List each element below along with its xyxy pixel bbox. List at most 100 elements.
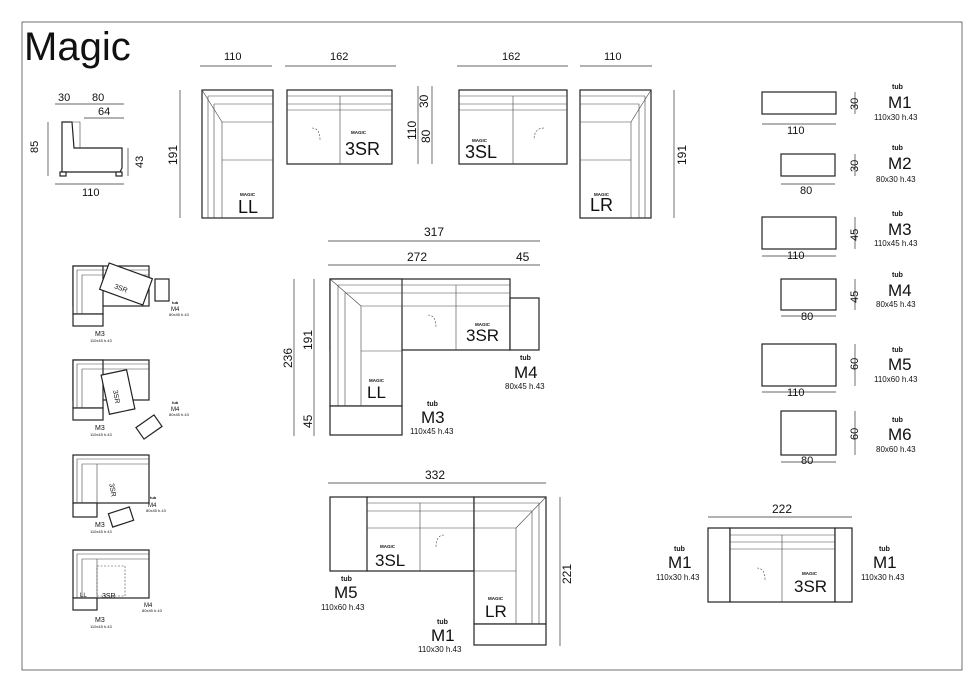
tub-dim-h: 60 bbox=[849, 358, 861, 370]
c2-tub-m1-code: M1 bbox=[431, 626, 455, 645]
c1-dim-h-total: 236 bbox=[281, 348, 295, 368]
configuration-1: 317 272 45 236 191 45 MAGIC 3SR MAGIC LL… bbox=[281, 225, 545, 436]
side-dim-w3: 64 bbox=[98, 106, 110, 118]
c3-tub-left-code: M1 bbox=[668, 553, 692, 572]
backrest-line bbox=[81, 463, 149, 503]
tub-code-m2: M2 bbox=[888, 154, 912, 173]
thumbnail-3: 3SR tub M4 80x45 h.43 M3 110x45 h.43 bbox=[72, 454, 167, 534]
thumb-tub bbox=[72, 502, 98, 518]
tub-tag: tub bbox=[172, 300, 179, 305]
c1-code-3sr: 3SR bbox=[466, 326, 499, 345]
tub-m1-outline bbox=[761, 91, 837, 115]
tub-tag: tub bbox=[341, 576, 352, 583]
backrest-line bbox=[213, 103, 273, 218]
tub-m4: 80 45 tub M4 80x45 h.43 bbox=[780, 272, 916, 323]
dim-depth-back: 30 bbox=[417, 94, 431, 108]
page-frame bbox=[21, 21, 963, 671]
module-3sr: MAGIC 3SR 162 bbox=[285, 51, 396, 165]
tub-tag: tub bbox=[150, 495, 157, 500]
tub-tag: tub bbox=[892, 145, 903, 152]
tub-tag: tub bbox=[892, 417, 903, 424]
c3-code-3sr: 3SR bbox=[794, 577, 827, 596]
thumb-spec-b: 80x45 h.43 bbox=[146, 508, 167, 513]
tub-m3-outline bbox=[761, 216, 837, 250]
tub-dim-w: 80 bbox=[801, 455, 813, 467]
module-code-3sr: 3SR bbox=[345, 139, 380, 159]
tub-tag: tub bbox=[892, 84, 903, 91]
tub-code-m4: M4 bbox=[888, 281, 912, 300]
tub-tag: tub bbox=[172, 400, 179, 405]
c1-dim-h-main: 191 bbox=[301, 330, 315, 350]
tub-tag: tub bbox=[892, 347, 903, 354]
tub-spec: 110x60 h.43 bbox=[874, 375, 918, 384]
tub-dim-w: 80 bbox=[800, 185, 812, 197]
thumb-sofa bbox=[72, 454, 150, 504]
thumbnail-4: LL 3SR M4 80x45 h.43 M3 110x45 h.43 bbox=[72, 549, 163, 629]
tub-code-m5: M5 bbox=[888, 355, 912, 374]
c1-dim-overall: 317 bbox=[424, 225, 444, 239]
tub-dim-w: 80 bbox=[801, 311, 813, 323]
c2-tub-m5-code: M5 bbox=[334, 583, 358, 602]
module-code-ll: LL bbox=[238, 197, 258, 217]
side-foot bbox=[115, 171, 123, 177]
side-dim-w2: 80 bbox=[92, 92, 104, 104]
tub-dim-h: 60 bbox=[849, 428, 861, 440]
thumb-spec-a: 110x45 h.43 bbox=[90, 338, 112, 343]
tub-m5-outline bbox=[761, 343, 837, 387]
dim-lr-width: 110 bbox=[604, 51, 622, 63]
side-dim-depth: 110 bbox=[82, 187, 100, 199]
backrest-line bbox=[337, 284, 510, 406]
module-code-lr: LR bbox=[590, 195, 613, 215]
c1-dim-ext: 45 bbox=[516, 250, 530, 264]
configuration-2: 332 221 MAGIC 3SL MAGIC LR tub M5 110x60… bbox=[321, 468, 574, 654]
tub-spec: 110x30 h.43 bbox=[874, 113, 918, 122]
module-3sl: MAGIC 3SL 162 bbox=[457, 51, 568, 165]
recliner-arc bbox=[427, 314, 437, 329]
c1-dim-inner: 272 bbox=[407, 250, 427, 264]
recliner-arc bbox=[533, 127, 545, 141]
backrest-line bbox=[580, 103, 640, 218]
tub-dim-h: 30 bbox=[849, 98, 861, 110]
thumb-spec-b: 80x45 h.43 bbox=[169, 412, 190, 417]
module-brand: MAGIC bbox=[594, 192, 610, 197]
tub-code-m6: M6 bbox=[888, 425, 912, 444]
backrest-line bbox=[81, 368, 149, 408]
thumb-spec-b: 80x45 h.43 bbox=[169, 312, 190, 317]
backrest-line bbox=[81, 558, 149, 598]
side-profile-view: 30 80 64 85 43 110 bbox=[29, 92, 146, 199]
thumb-label: 3SR bbox=[111, 390, 120, 405]
corner-line bbox=[515, 496, 547, 529]
thumb-code-b: M4 bbox=[171, 307, 180, 313]
module-brand: MAGIC bbox=[802, 571, 818, 576]
corner-line bbox=[329, 278, 362, 307]
module-depth-dims: 30 110 80 bbox=[405, 86, 433, 164]
tub-m3: 110 45 tub M3 110x45 h.43 bbox=[761, 211, 918, 262]
tub-spec: 110x30 h.43 bbox=[861, 573, 905, 582]
dim-3sr-width: 162 bbox=[330, 51, 348, 63]
thumb-tub-loose bbox=[107, 506, 135, 528]
tub-tag: tub bbox=[520, 355, 531, 362]
thumb-spec-a: 110x45 h.43 bbox=[90, 529, 112, 534]
thumb-label: 3SR bbox=[107, 483, 116, 498]
recliner-arc bbox=[435, 534, 445, 549]
recliner-arc bbox=[311, 127, 321, 141]
backrest-line bbox=[76, 363, 149, 408]
configuration-3: 222 MAGIC 3SR tub M1 110x30 h.43 tub M1 … bbox=[656, 502, 905, 603]
tub-dim-h: 45 bbox=[849, 229, 861, 241]
tub-tag: tub bbox=[879, 546, 890, 553]
c1-dim-h-ext: 45 bbox=[301, 414, 315, 428]
tub-dim-h: 30 bbox=[849, 160, 861, 172]
tub-spec: 110x60 h.43 bbox=[321, 603, 365, 612]
c3-tub-m1-left bbox=[707, 527, 731, 603]
tub-m2: 80 30 tub M2 80x30 h.43 bbox=[780, 145, 916, 197]
c1-tub-m4-code: M4 bbox=[514, 363, 538, 382]
module-brand: MAGIC bbox=[380, 544, 396, 549]
tub-tag: tub bbox=[427, 401, 438, 408]
side-profile-shape bbox=[61, 121, 123, 173]
thumbnail-1: 3SR tub M4 80x45 h.43 M3 110x45 h.43 bbox=[72, 262, 190, 343]
module-brand: MAGIC bbox=[475, 322, 491, 327]
tub-spec: 110x30 h.43 bbox=[656, 573, 700, 582]
tub-m1: 110 30 tub M1 110x30 h.43 bbox=[761, 84, 918, 137]
tub-code-m3: M3 bbox=[888, 220, 912, 239]
tub-m2-outline bbox=[780, 153, 836, 177]
